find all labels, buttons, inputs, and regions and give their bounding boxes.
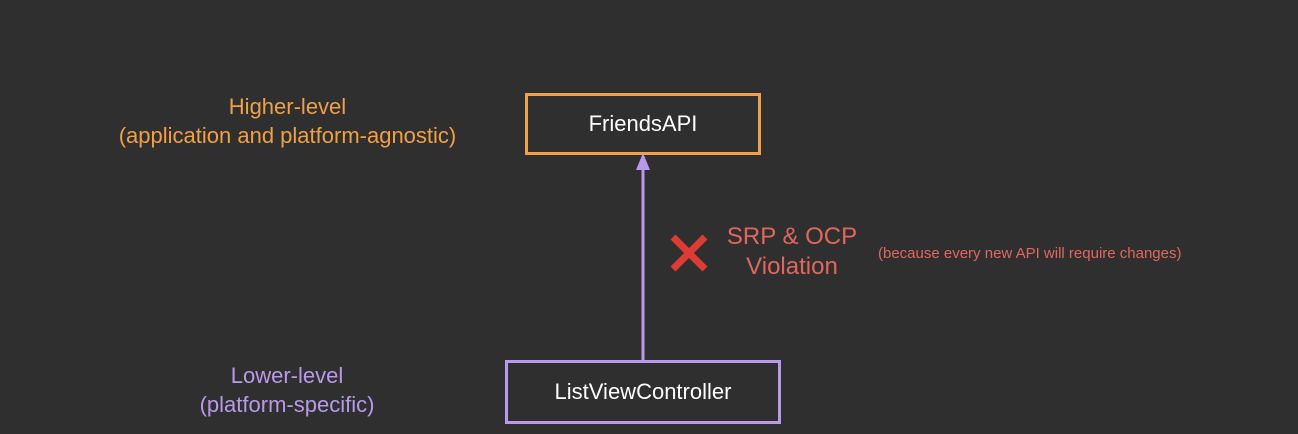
- lower-level-title: Lower-level: [230, 363, 344, 388]
- friends-api-label: FriendsAPI: [588, 111, 698, 136]
- lower-level-subtitle: (platform-specific): [199, 392, 375, 417]
- higher-level-label: Higher-level (application and platform-a…: [60, 92, 515, 150]
- higher-level-title: Higher-level: [228, 94, 347, 119]
- violation-title: SRP & OCP: [726, 223, 858, 250]
- higher-level-subtitle: (application and platform-agnostic): [118, 123, 457, 148]
- lower-level-label: Lower-level (platform-specific): [137, 361, 437, 419]
- arrow-head: [636, 153, 650, 170]
- list-view-controller-box: ListViewController: [505, 360, 781, 424]
- violation-label: SRP & OCP Violation: [712, 222, 872, 282]
- list-view-controller-label: ListViewController: [554, 379, 732, 404]
- violation-note: (because every new API will require chan…: [878, 245, 1182, 262]
- violation-subtitle: Violation: [746, 253, 838, 280]
- x-mark-icon: [670, 234, 708, 272]
